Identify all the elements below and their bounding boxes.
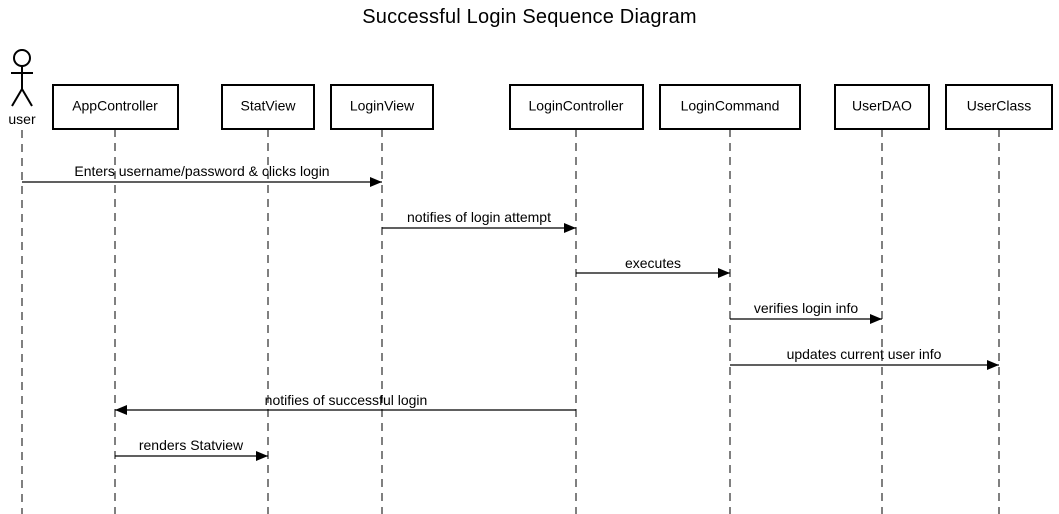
message-executes: executes <box>576 255 730 278</box>
participant-label-statview: StatView <box>241 98 297 114</box>
participant-label-appcontroller: AppController <box>72 98 158 114</box>
user-actor-label: user <box>8 111 36 127</box>
participant-label-loginview: LoginView <box>350 98 415 114</box>
participant-box-userdao <box>834 84 930 130</box>
user-actor-icon <box>11 49 33 107</box>
participant-label-userclass: UserClass <box>967 98 1032 114</box>
participant-box-appcontroller <box>52 84 179 130</box>
message-label-executes: executes <box>625 255 681 271</box>
message-updates-user-info: updates current user info <box>730 346 999 370</box>
message-label-verifies-login-info: verifies login info <box>754 300 858 316</box>
message-label-notifies-login-attempt: notifies of login attempt <box>407 209 551 225</box>
participant-label-userdao: UserDAO <box>852 98 912 114</box>
message-label-renders-statview: renders Statview <box>139 437 244 453</box>
message-notifies-login-attempt: notifies of login attempt <box>382 209 576 233</box>
participant-box-userclass <box>945 84 1053 130</box>
message-label-notifies-successful-login: notifies of successful login <box>265 392 428 408</box>
message-enters-credentials: Enters username/password & clicks login <box>22 163 382 187</box>
participant-box-statview <box>221 84 315 130</box>
message-label-updates-user-info: updates current user info <box>787 346 942 362</box>
participant-box-logincommand <box>659 84 801 130</box>
participant-label-logincommand: LoginCommand <box>681 98 780 114</box>
participant-label-logincontroller: LoginController <box>529 98 624 114</box>
diagram-title: Successful Login Sequence Diagram <box>362 6 697 28</box>
participant-box-logincontroller <box>509 84 644 130</box>
message-renders-statview: renders Statview <box>115 437 268 461</box>
message-label-enters-credentials: Enters username/password & clicks login <box>74 163 329 179</box>
message-notifies-successful-login: notifies of successful login <box>115 392 576 415</box>
message-verifies-login-info: verifies login info <box>730 300 882 324</box>
participant-box-loginview <box>330 84 434 130</box>
